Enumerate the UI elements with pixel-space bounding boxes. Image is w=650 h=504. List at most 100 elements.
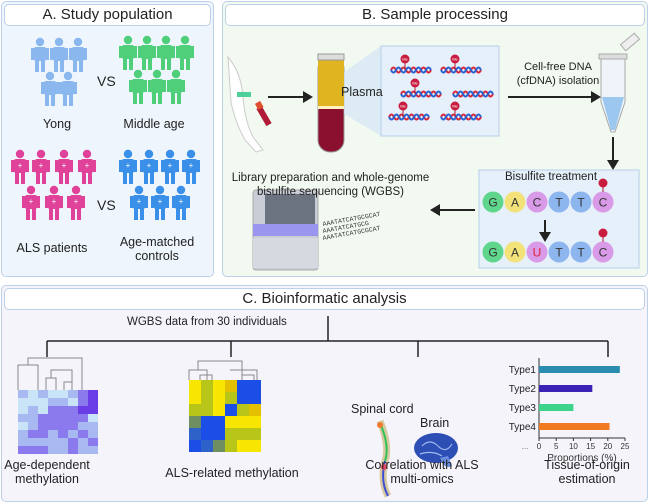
heatmap-cell [225, 380, 237, 392]
person-icon: + [161, 149, 179, 184]
svg-text:+: + [126, 161, 131, 170]
base-G [482, 241, 504, 263]
root-label: WGBS data from 30 individuals [127, 316, 287, 328]
branch-tissue-of-origin: Tissue-of-origin estimation [537, 458, 637, 486]
person-icon: + [45, 185, 63, 220]
heatmap-cell [18, 398, 28, 406]
dna-fragment: Me [390, 54, 432, 74]
person-icon: + [119, 149, 137, 184]
wgbs-line2: bisulfite sequencing (WGBS) [256, 186, 404, 198]
bar-type4 [539, 423, 610, 430]
heatmap-cell [28, 422, 38, 430]
base-letter: U [533, 246, 542, 260]
heatmap-cell [213, 380, 225, 392]
person-icon [119, 35, 137, 70]
svg-text:+: + [168, 161, 173, 170]
heatmap-cell [68, 398, 78, 406]
heatmap-cell [28, 438, 38, 446]
heatmap-cell [28, 430, 38, 438]
heatmap-cell [201, 416, 213, 428]
person-icon [148, 69, 166, 104]
base-letter: T [555, 196, 563, 210]
heatmap-cell [58, 414, 68, 422]
heatmap-cell [249, 416, 261, 428]
methyl-group-icon [450, 54, 460, 64]
heatmap-cell [18, 446, 28, 454]
svg-text:+: + [147, 161, 152, 170]
base-C [592, 241, 614, 263]
person-icon: + [67, 185, 85, 220]
heatmap-cell [201, 380, 213, 392]
heatmap-cell [38, 430, 48, 438]
heatmap-cell [28, 414, 38, 422]
heatmap-cell [38, 438, 48, 446]
brain-label: Brain [420, 416, 450, 430]
heatmap-cell [68, 422, 78, 430]
heatmap-cell [48, 438, 58, 446]
group-label-als-patients: ALS patients [16, 241, 88, 255]
heatmap-cell [48, 390, 58, 398]
heatmap-cell [68, 414, 78, 422]
heatmap-cell [201, 428, 213, 440]
person-icon [176, 35, 194, 70]
heatmap-cell [88, 414, 98, 422]
heatmap-cell [18, 422, 28, 430]
x-tick-label: 20 [603, 442, 612, 451]
people-icons: ++++++++++++++ [11, 35, 200, 220]
group-label-age-matched: Age-matched controls [112, 235, 202, 263]
person-icon [129, 69, 147, 104]
category-label: Type3 [509, 403, 537, 414]
svg-text:+: + [85, 161, 90, 170]
heatmap-cell [201, 392, 213, 404]
heatmap-cell [58, 390, 68, 398]
spinal-cord-icon [376, 419, 392, 498]
branch-3-line1: Tissue-of-origin [544, 458, 630, 472]
panel-study-population: A. Study population ++++++++++++++ VS VS… [1, 1, 214, 277]
base-letter: A [511, 246, 519, 260]
base-C [592, 191, 614, 213]
sequencer-icon [252, 189, 319, 271]
heatmap-cell [28, 406, 38, 414]
heatmap-cell [68, 446, 78, 454]
base-letter: T [577, 246, 585, 260]
heatmap-cell [201, 404, 213, 416]
sequencing-reads: AAATATCATGCGCATAAATATCATGCGAAATATCATGCGC… [322, 211, 381, 242]
heatmap-cell [225, 428, 237, 440]
svg-text:+: + [137, 197, 142, 206]
svg-text:Me: Me [412, 81, 418, 86]
person-icon [157, 35, 175, 70]
person-icon [50, 37, 68, 72]
panel-b-title: B. Sample processing [225, 4, 645, 26]
base-letter: T [577, 196, 585, 210]
dna-fragment: Me [388, 101, 430, 121]
category-label: Type4 [509, 422, 537, 433]
base-A [504, 241, 526, 263]
base-letter: A [511, 196, 519, 210]
spinal-cord-label: Spinal cord [351, 402, 414, 416]
bar-type1 [539, 366, 620, 373]
x-tick-label: 10 [569, 442, 578, 451]
cfdna-line2: (cfDNA) isolation [516, 75, 600, 87]
heatmap-cell [88, 406, 98, 414]
heatmap-cell [28, 390, 38, 398]
methyl-group-icon [398, 101, 408, 111]
heatmap-cell [249, 440, 261, 452]
heatmap-cell [68, 406, 78, 414]
heatmap-cell [225, 404, 237, 416]
heatmap-cell [48, 398, 58, 406]
base-T [570, 241, 592, 263]
heatmap-cell [213, 440, 225, 452]
eppendorf-tube-icon [598, 32, 641, 133]
panel-c-title: C. Bioinformatic analysis [4, 288, 645, 310]
heatmap-cell [68, 430, 78, 438]
wgbs-line1: Library preparation and whole-genome [231, 172, 430, 184]
dna-fragment [452, 90, 494, 98]
heatmap-cell [48, 414, 58, 422]
person-icon: + [22, 185, 40, 220]
base-U [526, 241, 548, 263]
heatmap-cell [18, 430, 28, 438]
person-icon: + [32, 149, 50, 184]
heatmap-cell [78, 446, 88, 454]
